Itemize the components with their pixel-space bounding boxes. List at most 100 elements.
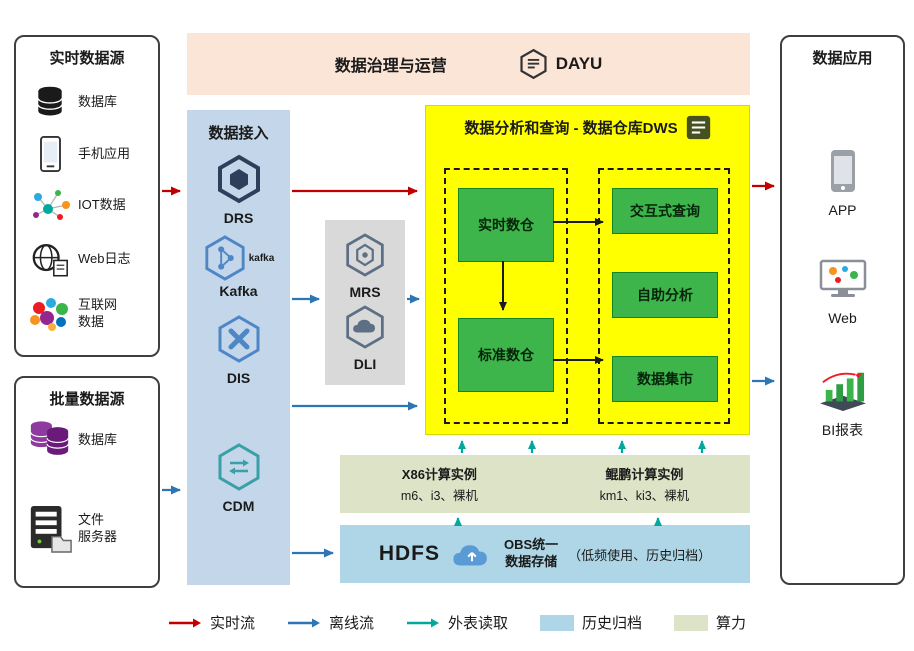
file-server-icon xyxy=(22,504,78,554)
processing-panel: MRS DLI xyxy=(325,220,405,385)
kunpeng-compute-title: 鲲鹏计算实例 xyxy=(605,467,684,482)
x86-compute-cell: X86计算实例 m6、i3、裸机 xyxy=(401,464,478,504)
ingestion-title: 数据接入 xyxy=(208,125,269,142)
warehouse-left-group: 实时数仓 标准数仓 xyxy=(444,168,568,424)
compute-swatch xyxy=(674,614,709,631)
dayu-product: DAYU xyxy=(519,48,603,80)
kafka-icon xyxy=(205,235,245,281)
legend-label: 算力 xyxy=(716,615,747,632)
globe-document-icon xyxy=(22,241,78,278)
web-monitor-icon xyxy=(819,259,866,297)
legend-compute: 算力 xyxy=(674,612,746,633)
module-realtime-warehouse: 实时数仓 xyxy=(458,188,554,262)
source-item-label: IOT数据 xyxy=(78,196,126,212)
dis-icon xyxy=(218,315,259,363)
module-interactive-query: 交互式查询 xyxy=(612,188,718,234)
x86-compute-detail: m6、i3、裸机 xyxy=(400,489,478,503)
dli-icon xyxy=(346,305,384,349)
purple-database-icon xyxy=(22,418,78,462)
legend-external-read: 外表读取 xyxy=(406,612,508,633)
database-icon xyxy=(22,84,78,120)
source-item-label: 互联网 数据 xyxy=(78,297,118,329)
app-item-label: Web xyxy=(828,310,857,326)
legend: 实时流 离线流 外表读取 历史归档 算力 xyxy=(0,612,914,633)
red-arrow-icon xyxy=(168,618,201,627)
service-label: Kafka xyxy=(219,283,258,299)
blue-arrow-icon xyxy=(287,618,320,627)
obs-cloud-icon xyxy=(453,544,487,565)
kunpeng-compute-detail: km1、ki3、裸机 xyxy=(599,489,690,503)
iot-icon xyxy=(22,187,78,223)
applications-title: 数据应用 xyxy=(812,50,873,67)
realtime-sources-panel: 实时数据源 数据库 手机应用 IOT数据 Web日志 xyxy=(14,35,160,357)
kafka-wordmark: kafka xyxy=(248,252,275,264)
source-item-label: 数据库 xyxy=(78,431,118,447)
cdm-icon xyxy=(218,443,259,491)
module-data-mart: 数据集市 xyxy=(612,356,718,402)
obs-storage-label: OBS统一 数据存储 xyxy=(503,537,559,569)
obs-storage-note: （低频使用、历史归档） xyxy=(568,547,712,563)
source-item-internet: 互联网 数据 xyxy=(22,287,156,341)
source-item-label: 数据库 xyxy=(78,93,118,109)
batch-sources-panel: 批量数据源 数据库 文件 服务器 xyxy=(14,376,160,588)
app-item-web: Web xyxy=(782,259,903,326)
app-item-label: APP xyxy=(828,202,857,218)
dayu-icon xyxy=(520,48,547,80)
archive-swatch xyxy=(540,614,574,631)
app-item-bi: BI报表 xyxy=(782,367,903,440)
legend-offline: 离线流 xyxy=(287,612,374,633)
service-label: MRS xyxy=(349,284,381,300)
document-list-icon xyxy=(686,115,710,140)
legend-label: 离线流 xyxy=(328,615,374,632)
realtime-sources-title: 实时数据源 xyxy=(49,50,125,67)
warehouse-right-group: 交互式查询 自助分析 数据集市 xyxy=(598,168,730,424)
source-item-iot: IOT数据 xyxy=(22,181,156,229)
source-item-label: Web日志 xyxy=(78,250,131,266)
legend-label: 历史归档 xyxy=(582,615,643,632)
warehouse-title: 数据分析和查询 - 数据仓库DWS xyxy=(464,120,678,137)
legend-label: 实时流 xyxy=(209,615,255,632)
service-dli: DLI xyxy=(325,304,405,372)
x86-compute-title: X86计算实例 xyxy=(401,467,477,482)
internet-cloud-icon xyxy=(22,294,78,334)
bi-chart-icon xyxy=(819,372,866,411)
app-item-app: APP xyxy=(782,149,903,218)
service-cdm: CDM xyxy=(187,442,290,514)
drs-icon xyxy=(217,154,260,204)
service-label: DLI xyxy=(353,356,377,372)
phone-icon xyxy=(22,135,78,173)
storage-panel: HDFS OBS统一 数据存储 （低频使用、历史归档） xyxy=(340,525,750,583)
warehouse-panel: 数据分析和查询 - 数据仓库DWS 实时数仓 标准数仓 交互式查询 自助分析 数… xyxy=(425,105,750,435)
source-item-label: 手机应用 xyxy=(78,145,131,161)
source-item-web-log: Web日志 xyxy=(22,235,156,283)
source-item-database: 数据库 xyxy=(22,77,156,127)
module-standard-warehouse: 标准数仓 xyxy=(458,318,554,392)
module-self-service-analysis: 自助分析 xyxy=(612,272,718,318)
source-item-batch-database: 数据库 xyxy=(22,414,156,466)
applications-panel: 数据应用 APP Web BI报表 xyxy=(780,35,905,585)
service-drs: DRS xyxy=(187,154,290,226)
legend-archive: 历史归档 xyxy=(540,612,642,633)
source-item-label: 文件 服务器 xyxy=(78,512,118,544)
hdfs-label: HDFS xyxy=(378,542,440,565)
app-phone-icon xyxy=(830,150,855,192)
service-label: CDM xyxy=(222,498,255,514)
service-dis: DIS xyxy=(187,314,290,386)
source-item-mobile-app: 手机应用 xyxy=(22,130,156,178)
compute-panel: X86计算实例 m6、i3、裸机 鲲鹏计算实例 km1、ki3、裸机 xyxy=(340,455,750,513)
batch-sources-title: 批量数据源 xyxy=(49,391,125,408)
mrs-icon xyxy=(346,233,384,277)
governance-banner: 数据治理与运营 DAYU xyxy=(187,33,750,95)
governance-title: 数据治理与运营 xyxy=(334,58,447,75)
kunpeng-compute-cell: 鲲鹏计算实例 km1、ki3、裸机 xyxy=(600,464,690,504)
service-label: DRS xyxy=(223,210,254,226)
dayu-label: DAYU xyxy=(555,54,603,73)
teal-arrow-icon xyxy=(406,618,439,627)
legend-realtime: 实时流 xyxy=(168,612,255,633)
source-item-file-server: 文件 服务器 xyxy=(22,500,156,558)
service-label: DIS xyxy=(226,370,251,386)
app-item-label: BI报表 xyxy=(821,422,864,438)
warehouse-title-row: 数据分析和查询 - 数据仓库DWS xyxy=(426,106,749,140)
ingestion-panel: 数据接入 DRS kafka Kafka DIS CDM xyxy=(187,110,290,585)
